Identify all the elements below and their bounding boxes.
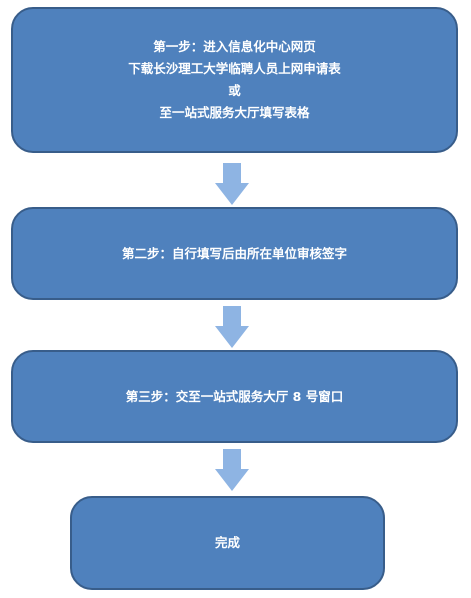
down-arrow-icon: [215, 306, 249, 348]
step-1-title: 第一步：进入信息化中心网页: [153, 39, 316, 54]
step-1-hall-text: 至一站式服务大厅填写表格: [159, 105, 310, 120]
step-4-text: 完成: [214, 535, 240, 550]
down-arrow-icon: [215, 449, 249, 491]
step-3-text: 第三步：交至一站式服务大厅 8 号窗口: [125, 388, 344, 404]
step-1-or-text: 或: [228, 83, 241, 98]
step-2-text: 第二步：自行填写后由所在单位审核签字: [121, 245, 347, 261]
step-2-box: 第二步：自行填写后由所在单位审核签字: [11, 207, 458, 300]
down-arrow-icon: [215, 163, 249, 205]
step-1-download-text: 下载长沙理工大学临聘人员上网申请表: [128, 61, 341, 76]
step-3-box: 第三步：交至一站式服务大厅 8 号窗口: [11, 350, 458, 443]
step-4-box: 完成: [70, 496, 385, 590]
step-1-box: 第一步：进入信息化中心网页 下载长沙理工大学临聘人员上网申请表 或 至一站式服务…: [11, 7, 458, 153]
